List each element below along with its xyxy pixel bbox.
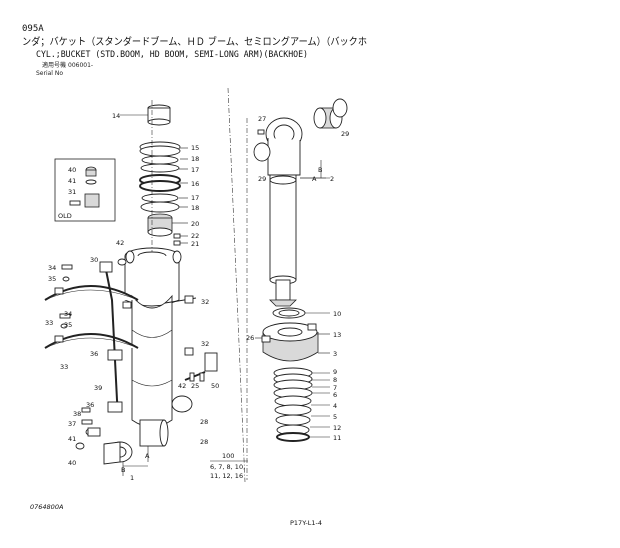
callout-17b: 17 (191, 194, 199, 202)
callout-22: 22 (191, 232, 199, 240)
callout-labels: 14 15 18 17 16 17 18 20 22 21 40 41 31 4… (45, 112, 349, 482)
callout-41b: 41 (68, 435, 76, 443)
callout-33a: 33 (45, 319, 53, 327)
callout-7: 7 (333, 384, 337, 392)
serial-value: 006001- (68, 62, 93, 69)
callout-32a: 32 (201, 298, 209, 306)
callout-41a: 41 (68, 177, 76, 185)
section-mark-a-bottom: A (145, 452, 150, 460)
callout-10: 10 (333, 310, 341, 318)
callout-34b: 34 (64, 310, 72, 318)
callout-4: 4 (333, 402, 337, 410)
callout-31: 31 (68, 188, 76, 196)
callout-35a: 35 (48, 275, 56, 283)
callout-29a: 29 (258, 175, 266, 183)
callout-13: 13 (333, 331, 341, 339)
callout-36a: 36 (90, 350, 98, 358)
callout-8: 8 (333, 376, 337, 384)
kit-line-2: 11, 12, 16 (210, 472, 243, 480)
callout-36b: 36 (86, 401, 94, 409)
repair-kit-note: 100 6, 7, 8, 10, 11, 12, 16 (210, 452, 248, 480)
hydraulic-pipe (99, 258, 218, 413)
center-line-1 (227, 87, 246, 483)
callout-42b: 42 (178, 382, 186, 390)
callout-2: 2 (330, 175, 334, 183)
callout-20: 20 (191, 220, 199, 228)
small-fittings (59, 264, 205, 450)
serial-label-en: Serial No (36, 70, 63, 77)
kit-line-1: 6, 7, 8, 10, (210, 463, 245, 471)
callout-28b: 28 (200, 438, 208, 446)
callout-38: 38 (73, 410, 81, 418)
callout-5: 5 (333, 413, 337, 421)
callout-28a: 28 (200, 418, 208, 426)
pin-bushing (103, 441, 149, 476)
section-arrows (123, 160, 326, 467)
seal-stack-left (139, 104, 181, 246)
callout-15: 15 (191, 144, 199, 152)
callout-32b: 32 (201, 340, 209, 348)
callout-18b: 18 (191, 204, 199, 212)
callout-3: 3 (333, 350, 337, 358)
callout-35b: 35 (64, 321, 72, 329)
callout-40a: 40 (68, 166, 76, 174)
title-english: CYL.;BUCKET (STD.BOOM, HD BOOM, SEMI-LON… (36, 50, 308, 60)
callout-21: 21 (191, 240, 199, 248)
section-code: 095A (22, 24, 44, 34)
callout-27: 27 (258, 115, 266, 123)
page-number: P17Y-L1-4 (290, 519, 322, 527)
cylinder-tube (124, 247, 182, 447)
callout-33b: 33 (60, 363, 68, 371)
section-mark-b-top: B (318, 166, 322, 174)
callout-11: 11 (333, 434, 341, 442)
callout-30: 30 (90, 256, 98, 264)
callout-12: 12 (333, 424, 341, 432)
callout-50: 50 (211, 382, 219, 390)
title-japanese: ンダ；バケット（スタンダードブーム、ＨＤ ブーム、セミロングアーム）（バックホ (22, 35, 367, 48)
callout-29b: 29 (341, 130, 349, 138)
kit-number: 100 (222, 452, 234, 460)
callout-26: 26 (246, 334, 254, 342)
drawing-number: 0764800A (30, 503, 63, 511)
callout-37: 37 (68, 420, 76, 428)
callout-25: 25 (191, 382, 199, 390)
callout-1: 1 (130, 474, 134, 482)
serial-label-jp: 適用号機 (42, 61, 66, 69)
callout-40b: 40 (68, 459, 76, 467)
piston-rod-assembly (253, 98, 348, 307)
section-mark-a-top: A (312, 175, 317, 183)
inset-label: OLD (58, 212, 72, 220)
callout-9: 9 (333, 368, 337, 376)
callout-6: 6 (333, 391, 337, 399)
callout-17a: 17 (191, 166, 199, 174)
callout-18a: 18 (191, 155, 199, 163)
leader-lines-seal-stack (120, 114, 188, 244)
callout-42a: 42 (116, 239, 124, 247)
section-mark-b-bottom: B (121, 466, 125, 474)
old-version-inset: OLD (54, 158, 116, 222)
piston-seal-stack (273, 367, 313, 442)
callout-16: 16 (191, 180, 199, 188)
callout-34a: 34 (48, 264, 56, 272)
callout-14: 14 (112, 112, 120, 120)
callout-39: 39 (94, 384, 102, 392)
cylinder-head (261, 307, 319, 362)
